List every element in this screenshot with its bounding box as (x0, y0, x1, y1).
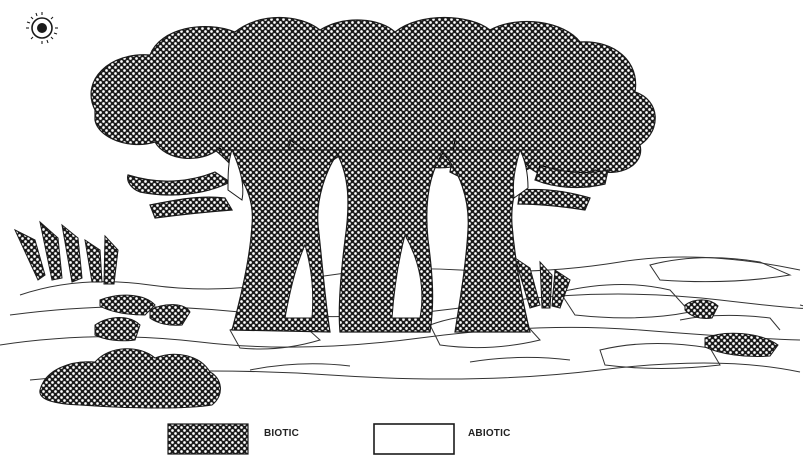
foreground-shrubs (40, 295, 221, 408)
right-plants (515, 258, 778, 357)
biotic-swatch (168, 424, 248, 454)
sun-icon (26, 12, 58, 44)
biotic-label: BIOTIC (264, 428, 299, 439)
abiotic-label: ABIOTIC (468, 428, 511, 439)
abiotic-swatch (374, 424, 454, 454)
tree-trunks (215, 150, 540, 332)
left-grass (15, 222, 118, 284)
